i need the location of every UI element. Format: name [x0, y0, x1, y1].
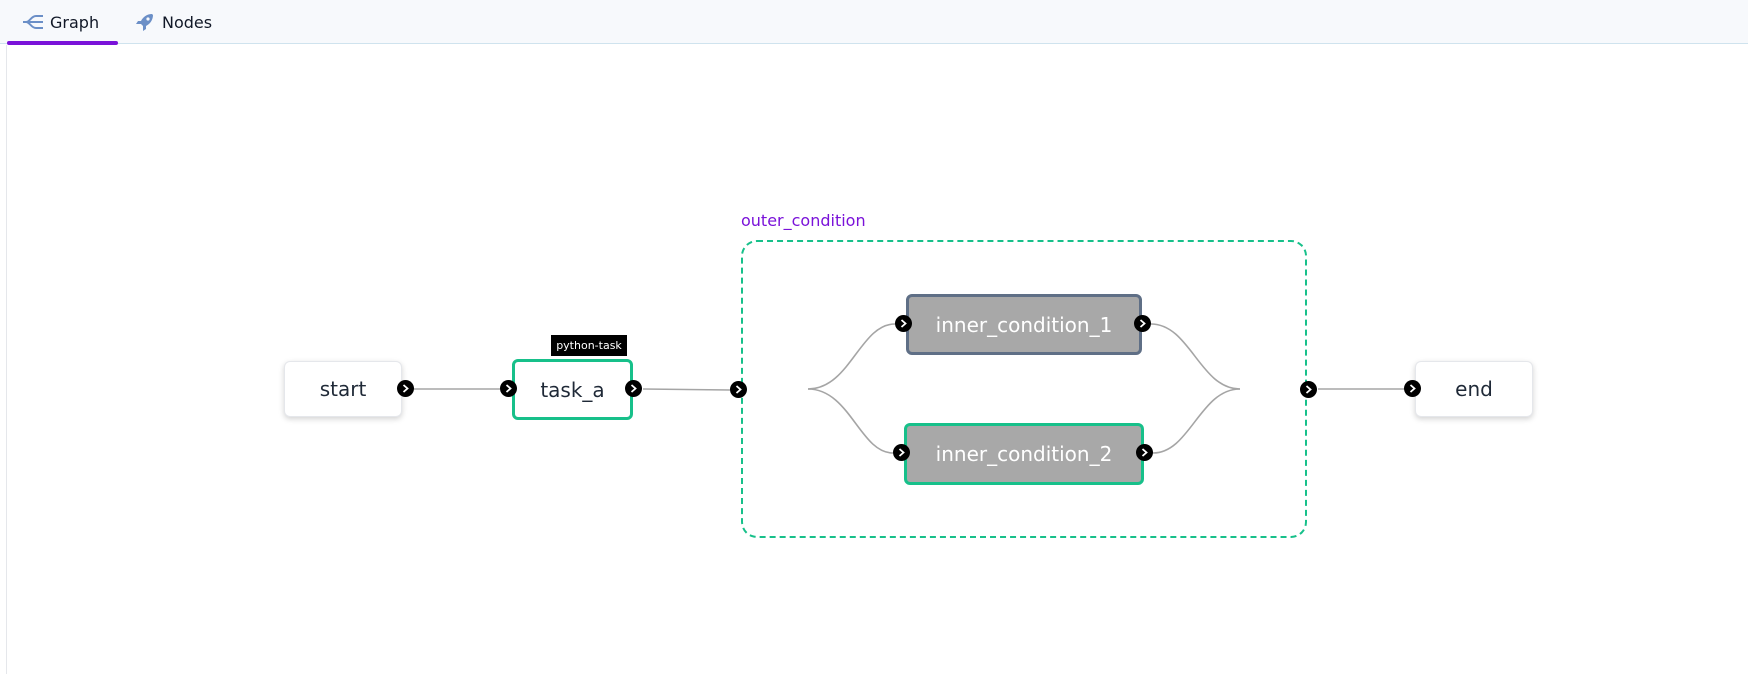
chevron-right-icon — [735, 385, 742, 394]
node-inner_condition_1[interactable]: inner_condition_1 — [906, 294, 1142, 355]
node-end-label: end — [1455, 377, 1493, 401]
handle-outer_condition-in[interactable] — [730, 381, 747, 398]
edge-split-inner_condition_1 — [807, 323, 896, 390]
tab-nodes-label: Nodes — [162, 12, 213, 32]
graph-icon — [22, 12, 44, 32]
chevron-right-icon — [402, 384, 409, 393]
tab-bar: Graph Nodes — [0, 0, 1748, 45]
handle-inner_condition_1-out[interactable] — [1134, 315, 1151, 332]
handle-outer_condition-out[interactable] — [1300, 381, 1317, 398]
group-label-outer_condition: outer_condition — [741, 211, 866, 230]
edge-inner_condition_2-join — [1152, 388, 1241, 454]
node-inner_condition_2-label: inner_condition_2 — [935, 442, 1113, 466]
node-start[interactable]: start — [284, 361, 402, 417]
tab-graph[interactable]: Graph — [22, 0, 99, 44]
chevron-right-icon — [898, 448, 905, 457]
chevron-right-icon — [1139, 319, 1146, 328]
node-type-badge: python-task — [551, 335, 627, 356]
node-task_a[interactable]: task_a — [512, 359, 633, 420]
node-inner_condition_2[interactable]: inner_condition_2 — [904, 423, 1144, 485]
handle-end-in[interactable] — [1404, 380, 1421, 397]
chevron-right-icon — [1409, 384, 1416, 393]
rocket-icon — [134, 12, 156, 32]
chevron-right-icon — [900, 319, 907, 328]
tab-graph-label: Graph — [50, 12, 100, 32]
tab-nodes[interactable]: Nodes — [134, 0, 212, 44]
handle-task_a-out[interactable] — [625, 380, 642, 397]
edge-inner_condition_1-join — [1150, 323, 1241, 390]
chevron-right-icon — [1141, 448, 1148, 457]
node-end[interactable]: end — [1415, 361, 1533, 417]
chevron-right-icon — [505, 384, 512, 393]
node-start-label: start — [319, 377, 367, 401]
handle-inner_condition_2-in[interactable] — [893, 444, 910, 461]
panel-divider — [6, 45, 7, 674]
handle-inner_condition_2-out[interactable] — [1136, 444, 1153, 461]
handle-task_a-in[interactable] — [500, 380, 517, 397]
active-tab-indicator — [7, 41, 118, 45]
edge-split-inner_condition_2 — [807, 388, 894, 454]
node-task_a-label: task_a — [540, 377, 605, 402]
group-outer_condition[interactable] — [741, 240, 1307, 538]
handle-start-out[interactable] — [397, 380, 414, 397]
handle-inner_condition_1-in[interactable] — [895, 315, 912, 332]
edge-task_a-outer_condition — [642, 388, 731, 391]
chevron-right-icon — [1305, 385, 1312, 394]
node-inner_condition_1-label: inner_condition_1 — [935, 312, 1113, 337]
chevron-right-icon — [630, 384, 637, 393]
